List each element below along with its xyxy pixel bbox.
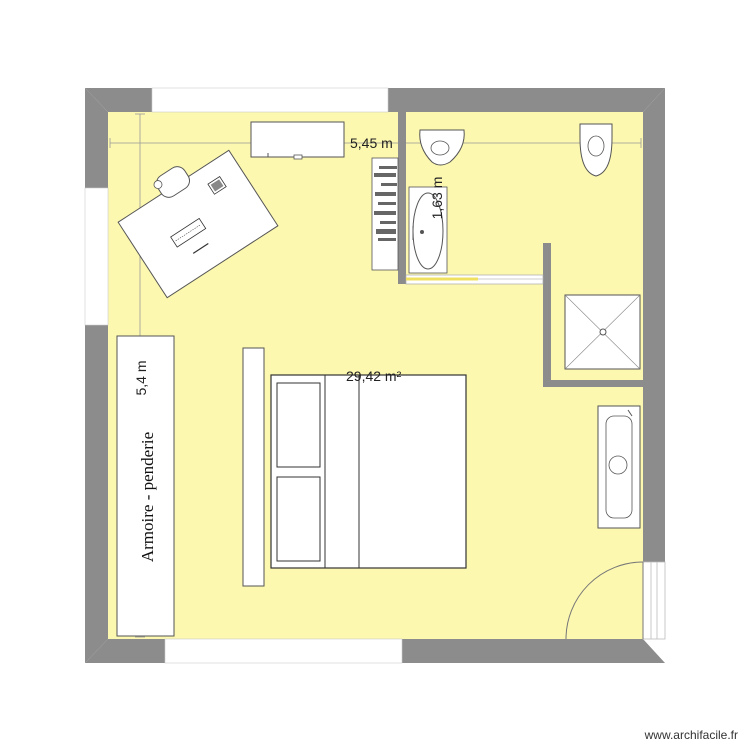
- window-left: [84, 187, 109, 326]
- window-bottom: [164, 638, 403, 664]
- top-cabinet: [250, 121, 345, 160]
- shelf-unit: [371, 157, 399, 271]
- window-top: [151, 87, 389, 113]
- shower: [564, 294, 641, 370]
- dimension-bathroom-label: 1,63 m: [429, 177, 445, 220]
- credit-text: www.archifacile.fr: [644, 728, 738, 742]
- bed: [270, 374, 467, 569]
- toilet: [579, 123, 613, 177]
- sink: [408, 186, 448, 274]
- bidet: [419, 129, 465, 166]
- keyboard: [170, 217, 207, 248]
- bathroom-partitions: [398, 112, 643, 387]
- wardrobe: Armoire - penderie: [116, 335, 175, 637]
- wardrobe-label: Armoire - penderie: [138, 432, 157, 562]
- bathtub: [597, 405, 641, 529]
- area-label: 29,42 m²: [346, 368, 402, 384]
- desk-chair: [153, 166, 191, 198]
- dimension-width-label: 5,45 m: [350, 135, 393, 151]
- pillow-top: [276, 382, 321, 468]
- dimension-height-label: 5,4 m: [133, 360, 149, 395]
- outer-walls: [85, 88, 665, 663]
- desk: [117, 149, 279, 299]
- pillow-bottom: [276, 476, 321, 562]
- headboard: [242, 347, 265, 587]
- door-right: [565, 561, 666, 640]
